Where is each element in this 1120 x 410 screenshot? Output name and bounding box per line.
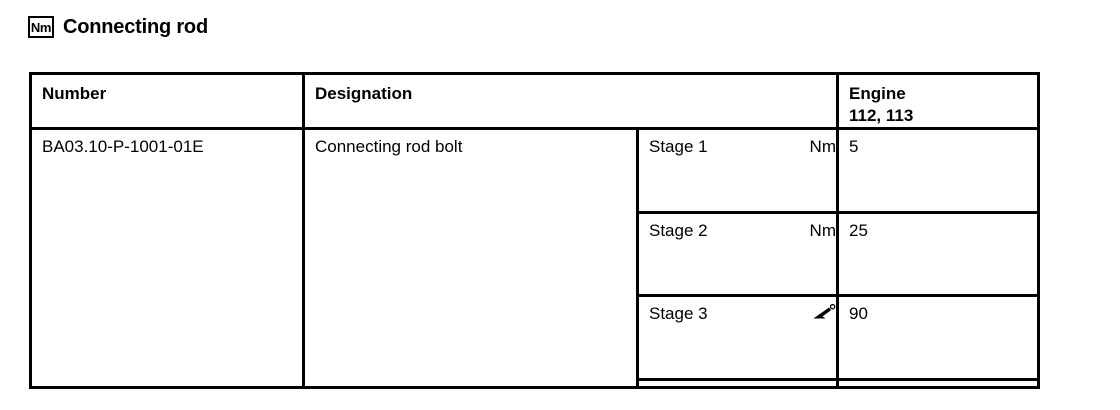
column-header-engine-line2: 112, 113 (849, 106, 914, 126)
cell-stage-2: Stage 2 (637, 210, 768, 296)
filler-unit (767, 377, 838, 388)
table-header-row: Number Designation Engine 112, 113 (30, 73, 1039, 131)
filler-engine (836, 377, 1039, 388)
column-header-engine-line1: Engine (849, 84, 906, 103)
table-body: BA03.10-P-1001-01E Connecting rod bolt S… (30, 128, 1039, 388)
cell-stage-3: Stage 3 (637, 294, 768, 380)
table-row: Stage 3 90 (31, 294, 1039, 380)
table-filler-row (31, 377, 1039, 388)
cell-value-1: 5 (836, 128, 1039, 213)
cell-designation: Connecting rod bolt (303, 128, 639, 388)
table-row: BA03.10-P-1001-01E Connecting rod bolt S… (30, 128, 1039, 388)
torque-spec-table: Number Designation Engine 112, 113 BA03.… (29, 72, 1040, 389)
table-header: Number Designation Engine 112, 113 (30, 73, 1039, 131)
cell-stage-1: Stage 1 (649, 137, 708, 157)
cell-unit-2: Nm (767, 210, 838, 296)
cell-part-number: BA03.10-P-1001-01E (30, 128, 305, 388)
torque-angle-icon (812, 304, 836, 322)
cell-value-2: 25 (836, 210, 1039, 296)
nm-unit-icon: Nm (28, 16, 54, 38)
page-title-row: Nm Connecting rod (28, 12, 208, 42)
column-header-number: Number (30, 73, 305, 131)
cell-unit-3 (767, 294, 838, 380)
page-title: Connecting rod (63, 15, 208, 38)
torque-spec-table-wrap: Number Designation Engine 112, 113 BA03.… (29, 72, 1040, 389)
cell-unit-1: Nm (809, 137, 836, 157)
filler-stage (637, 377, 768, 388)
cell-value-3: 90 (836, 294, 1039, 380)
column-header-designation: Designation (303, 73, 839, 131)
table-row: Stage 2 Nm 25 (31, 210, 1039, 296)
column-header-engine: Engine 112, 113 (837, 73, 1039, 131)
